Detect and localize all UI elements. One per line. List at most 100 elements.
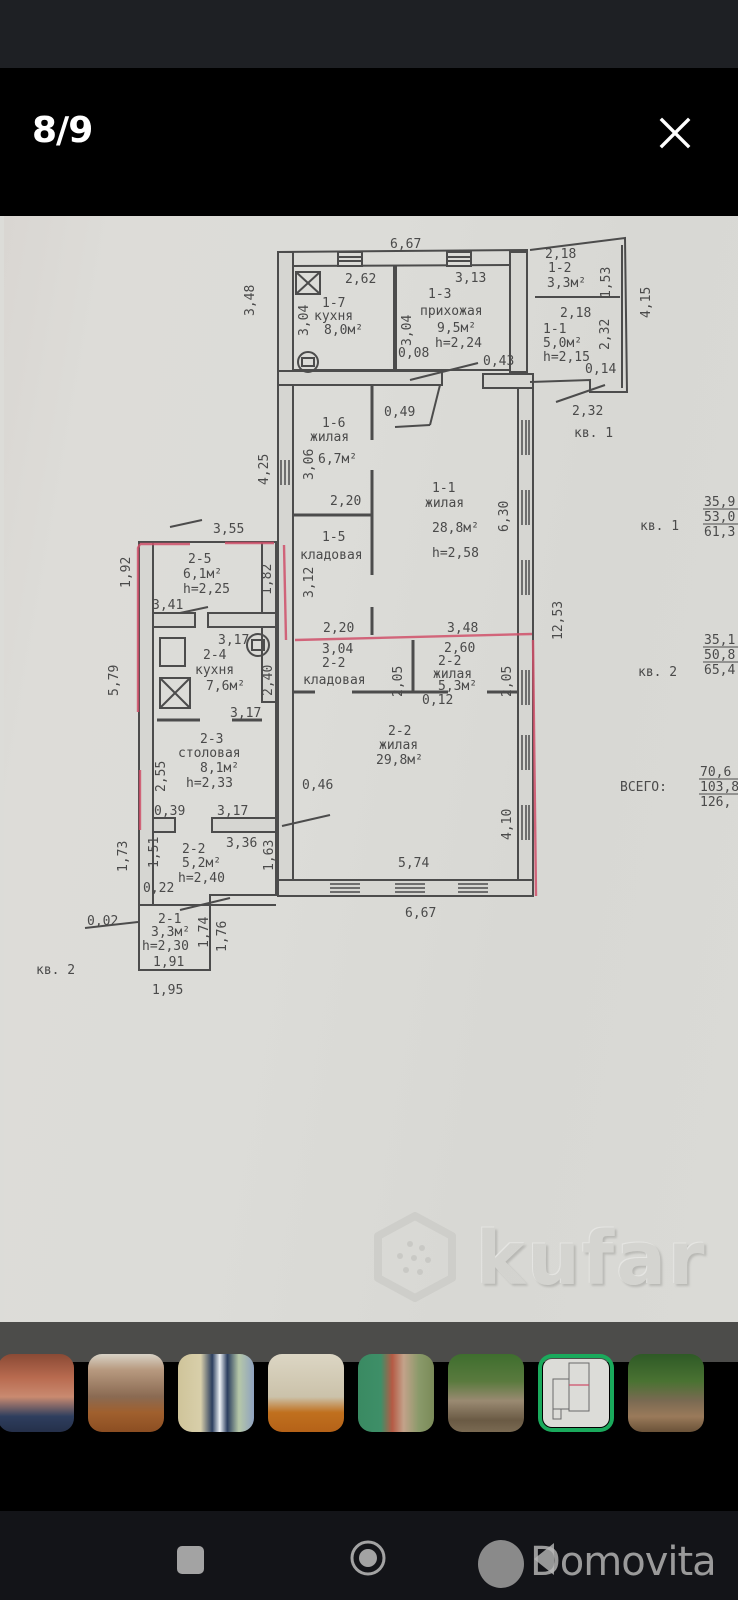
svg-text:0,08: 0,08 [398, 346, 429, 361]
svg-text:ВСЕГО:: ВСЕГО: [620, 780, 667, 795]
svg-text:h=2,24: h=2,24 [435, 336, 482, 351]
home-icon [350, 1540, 386, 1576]
image-viewer[interactable]: 6,67 2,62 3,13 1-7 кухня 8,0м² 1-3 прихо… [0, 216, 738, 1322]
svg-text:h=2,40: h=2,40 [178, 871, 225, 886]
recent-apps-button[interactable] [177, 1546, 204, 1574]
svg-text:6,67: 6,67 [405, 906, 436, 921]
svg-text:2-2: 2-2 [182, 842, 205, 857]
svg-text:2-3: 2-3 [200, 732, 223, 747]
svg-text:2,05: 2,05 [500, 666, 515, 697]
thumbnail-5[interactable] [358, 1354, 434, 1432]
svg-text:3,41: 3,41 [152, 598, 183, 613]
svg-text:3,12: 3,12 [302, 567, 317, 598]
status-bar [0, 0, 738, 68]
thumbnail-6[interactable] [448, 1354, 524, 1432]
svg-text:35,9: 35,9 [704, 495, 735, 510]
thumbnail-3[interactable] [178, 1354, 254, 1432]
svg-text:4,15: 4,15 [639, 287, 654, 318]
svg-text:h=2,15: h=2,15 [543, 350, 590, 365]
svg-text:103,8: 103,8 [700, 780, 738, 795]
svg-text:5,79: 5,79 [107, 665, 122, 696]
svg-text:h=2,25: h=2,25 [183, 582, 230, 597]
svg-text:6,30: 6,30 [497, 501, 512, 532]
svg-text:1,91: 1,91 [153, 955, 184, 970]
thumbnail-4[interactable] [268, 1354, 344, 1432]
svg-text:3,3м²: 3,3м² [547, 276, 586, 291]
viewer-header: 8/9 [0, 68, 738, 216]
svg-text:29,8м²: 29,8м² [376, 753, 423, 768]
svg-text:2-4: 2-4 [203, 648, 227, 663]
svg-text:1,53: 1,53 [599, 267, 614, 298]
svg-text:жилая: жилая [310, 430, 349, 445]
svg-text:2-2: 2-2 [388, 724, 411, 739]
kufar-logo-icon [374, 1212, 456, 1302]
svg-text:0,39: 0,39 [154, 804, 185, 819]
svg-text:0,22: 0,22 [143, 881, 174, 896]
back-button[interactable] [530, 1539, 560, 1589]
thumbnail-1[interactable] [0, 1354, 74, 1432]
svg-text:3,06: 3,06 [302, 449, 317, 480]
svg-text:1-6: 1-6 [322, 416, 345, 431]
floor-plan-image: 6,67 2,62 3,13 1-7 кухня 8,0м² 1-3 прихо… [4, 216, 738, 1322]
thumbnail-7-floor-plan-selected[interactable] [538, 1354, 614, 1432]
svg-text:2,20: 2,20 [323, 621, 354, 636]
svg-text:3,04: 3,04 [400, 315, 415, 346]
svg-text:2,32: 2,32 [598, 319, 613, 350]
svg-text:прихожая: прихожая [420, 304, 483, 319]
svg-text:0,14: 0,14 [585, 362, 616, 377]
svg-text:2,18: 2,18 [560, 306, 591, 321]
svg-text:1-2: 1-2 [548, 261, 571, 276]
svg-text:кв. 1: кв. 1 [640, 519, 679, 534]
svg-text:кв. 2: кв. 2 [638, 665, 677, 680]
svg-text:2-5: 2-5 [188, 552, 211, 567]
svg-text:0,02: 0,02 [87, 914, 118, 929]
svg-text:12,53: 12,53 [551, 601, 566, 640]
close-button[interactable] [654, 112, 696, 154]
svg-text:жилая: жилая [379, 738, 418, 753]
kufar-watermark: kufar [364, 1212, 705, 1306]
svg-text:столовая: столовая [178, 746, 241, 761]
svg-text:1-5: 1-5 [322, 530, 345, 545]
svg-text:3,17: 3,17 [230, 706, 261, 721]
svg-text:1-7: 1-7 [322, 296, 345, 311]
svg-text:2-2: 2-2 [438, 654, 461, 669]
svg-text:1,63: 1,63 [262, 840, 277, 871]
svg-text:1,76: 1,76 [215, 921, 230, 952]
svg-text:61,3: 61,3 [704, 525, 735, 540]
svg-text:2,55: 2,55 [154, 761, 169, 792]
svg-text:5,0м²: 5,0м² [543, 336, 582, 351]
svg-text:кухня: кухня [314, 309, 353, 324]
svg-text:жилая: жилая [425, 496, 464, 511]
svg-text:5,3м²: 5,3м² [438, 679, 477, 694]
svg-text:50,8: 50,8 [704, 648, 735, 663]
svg-text:кладовая: кладовая [303, 673, 366, 688]
svg-text:70,6: 70,6 [700, 765, 731, 780]
svg-text:4,25: 4,25 [257, 454, 272, 485]
svg-text:1-1: 1-1 [432, 481, 455, 496]
svg-text:3,13: 3,13 [455, 271, 486, 286]
domovita-logo-icon [478, 1540, 524, 1588]
home-button[interactable] [349, 1539, 387, 1577]
svg-text:35,1: 35,1 [704, 633, 735, 648]
close-icon [659, 117, 691, 149]
svg-text:5,74: 5,74 [398, 856, 429, 871]
svg-text:6,7м²: 6,7м² [318, 452, 357, 467]
back-icon [534, 1543, 554, 1575]
thumbnail-9[interactable] [628, 1354, 704, 1432]
svg-text:1,51: 1,51 [147, 837, 162, 868]
svg-text:0,43: 0,43 [483, 354, 514, 369]
svg-text:2-2: 2-2 [322, 656, 345, 671]
svg-text:2,20: 2,20 [330, 494, 361, 509]
svg-text:1,74: 1,74 [197, 917, 212, 948]
svg-text:2,40: 2,40 [261, 665, 276, 696]
thumbnail-strip[interactable] [0, 1354, 738, 1434]
thumbnail-2[interactable] [88, 1354, 164, 1432]
svg-text:1-1: 1-1 [543, 322, 566, 337]
svg-text:h=2,30: h=2,30 [142, 939, 189, 954]
svg-text:кладовая: кладовая [300, 548, 363, 563]
svg-text:2,60: 2,60 [444, 641, 475, 656]
floor-plan-drawing: 6,67 2,62 3,13 1-7 кухня 8,0м² 1-3 прихо… [36, 236, 738, 998]
svg-text:1,92: 1,92 [119, 557, 134, 588]
svg-text:жилая: жилая [433, 667, 472, 682]
svg-text:8,1м²: 8,1м² [200, 761, 239, 776]
